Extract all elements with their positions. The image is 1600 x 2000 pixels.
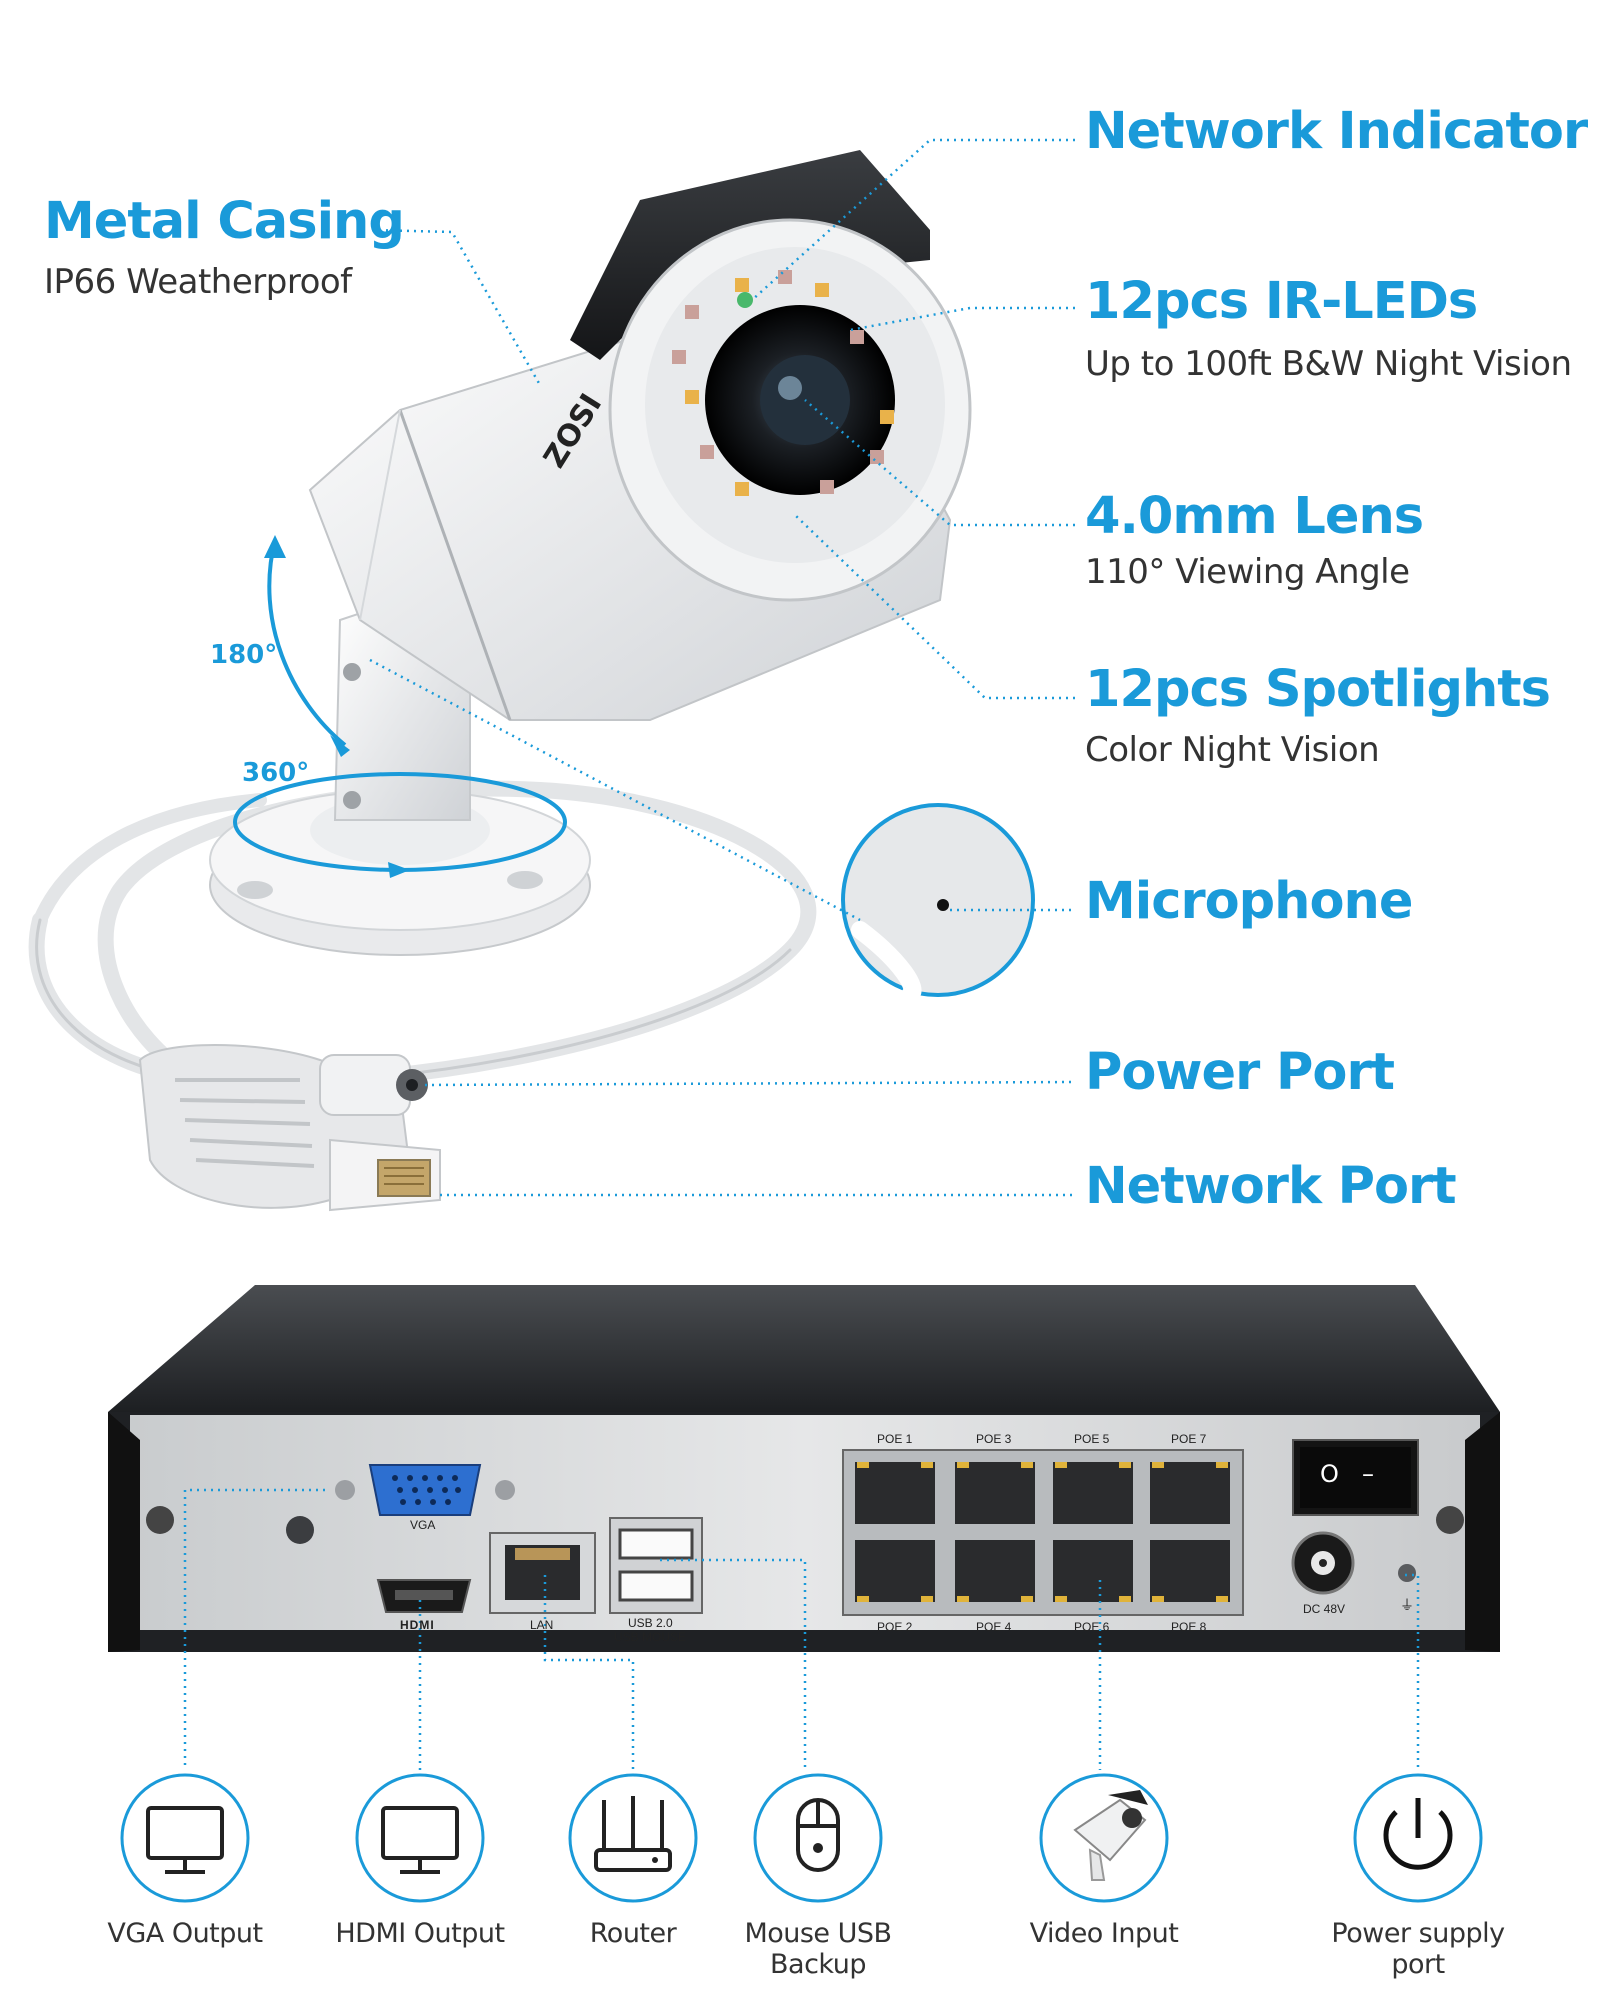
feature-title-network-indicator: Network Indicator <box>1085 102 1588 161</box>
feature-title-ir-leds: 12pcs IR-LEDs <box>1085 272 1478 331</box>
feature-sub-metal-casing: IP66 Weatherproof <box>44 262 352 302</box>
hdmi-output-icon <box>355 1773 485 1903</box>
poe-8-label: POE 8 <box>1171 1620 1207 1634</box>
vga-output-icon <box>120 1773 250 1903</box>
tilt-angle-label: 180° <box>210 640 278 670</box>
poe-6-label: POE 6 <box>1074 1620 1110 1634</box>
poe-7-label: POE 7 <box>1171 1432 1207 1446</box>
caption-video-input: Video Input <box>1029 1918 1179 1949</box>
poe-2-label: POE 2 <box>877 1620 913 1634</box>
feature-title-metal-casing: Metal Casing <box>44 192 405 251</box>
vga-label: VGA <box>410 1518 436 1532</box>
poe-1-label: POE 1 <box>877 1432 913 1446</box>
poe-3-label: POE 3 <box>976 1432 1012 1446</box>
poe-5-label: POE 5 <box>1074 1432 1110 1446</box>
network-port-shape <box>377 1159 431 1197</box>
svg-text:⏚: ⏚ <box>1400 1598 1414 1614</box>
caption-router: Router <box>589 1918 677 1949</box>
feature-sub-ir-leds: Up to 100ft B&W Night Vision <box>1085 344 1572 384</box>
power-icon <box>1353 1773 1483 1903</box>
usb-label-2: USB MOUSE <box>614 1630 687 1644</box>
leader-lines <box>369 138 1076 1197</box>
feature-title-spotlights: 12pcs Spotlights <box>1085 660 1551 719</box>
feature-title-microphone: Microphone <box>1085 872 1413 931</box>
poe-4-label: POE 4 <box>976 1620 1012 1634</box>
camera-body: ZOSI <box>308 150 972 721</box>
vga-port <box>335 1464 515 1516</box>
pigtail-connector <box>138 1044 441 1212</box>
camera-icon <box>1039 1773 1169 1903</box>
feature-title-network-port: Network Port <box>1085 1157 1457 1216</box>
caption-vga-output: VGA Output <box>107 1918 263 1949</box>
caption-mouse-usb: Mouse USB Backup <box>744 1918 892 1980</box>
nvr-recorder: ⏚ <box>108 1285 1500 1652</box>
usb-label-1: USB 2.0 <box>628 1616 673 1630</box>
microphone-inset <box>841 803 1035 1004</box>
dc-label: DC 48V <box>1303 1602 1346 1616</box>
lan-label: LAN <box>530 1618 554 1632</box>
poe-ports <box>855 1462 1230 1602</box>
pan-angle-label: 360° <box>242 758 310 788</box>
ir-led-ring <box>672 270 894 496</box>
router-icon <box>568 1773 698 1903</box>
nvr-leader-lines <box>183 1488 1420 1770</box>
caption-hdmi-output: HDMI Output <box>335 1918 505 1949</box>
feature-sub-lens: 110° Viewing Angle <box>1085 552 1410 592</box>
feature-title-power-port: Power Port <box>1085 1043 1395 1102</box>
feature-sub-spotlights: Color Night Vision <box>1085 730 1380 770</box>
rotation-arrows <box>233 535 567 878</box>
switch-off-mark: – <box>1362 1460 1374 1488</box>
ground-screw <box>1398 1564 1416 1582</box>
mouse-icon <box>753 1773 883 1903</box>
feature-title-lens: 4.0mm Lens <box>1085 487 1424 546</box>
switch-on-mark: O <box>1320 1460 1339 1488</box>
hdmi-label: HDMI <box>400 1618 435 1632</box>
connection-icons <box>120 1773 1483 1903</box>
camera-base <box>209 598 591 956</box>
caption-power-supply: Power supply port <box>1331 1918 1505 1980</box>
